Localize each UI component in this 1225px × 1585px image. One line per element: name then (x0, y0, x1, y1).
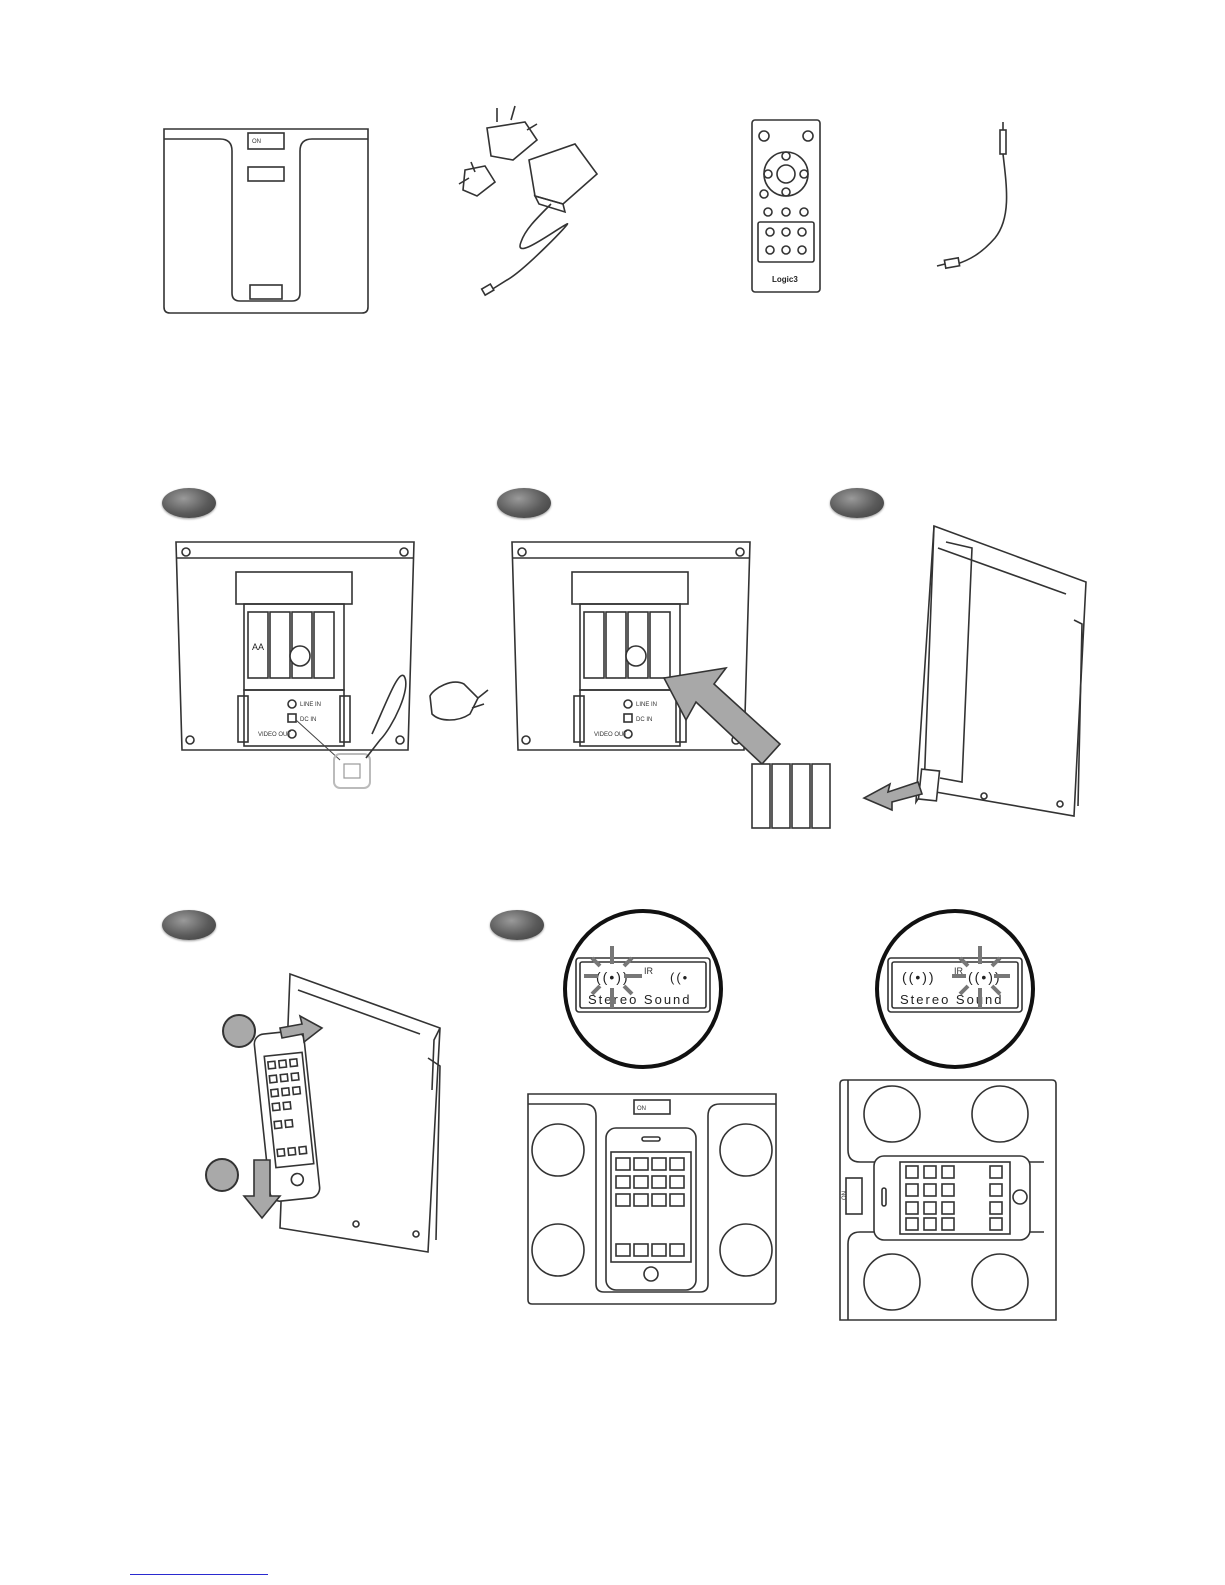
step-1-figure: AA LINE IN DC IN VIDEO OUT (172, 538, 502, 808)
sticker-text-landscape: Stereo Sound (900, 992, 1004, 1007)
step-2-figure: LINE IN DC IN VIDEO OUT (508, 538, 838, 833)
speaker-dock-figure: ON (160, 125, 372, 315)
step-3-figure (860, 520, 1090, 825)
remote-control-icon: Logic3 (750, 118, 822, 294)
dc-in-label-2: DC IN (636, 717, 652, 723)
step-3-badge (830, 488, 884, 518)
iphone-insert-icon (240, 970, 450, 1260)
dc-in-power-icon: AA LINE IN DC IN VIDEO OUT (172, 538, 502, 808)
svg-text:((•: ((• (670, 970, 689, 985)
footer-link-underline[interactable] (130, 1574, 268, 1575)
battery-label: AA (252, 642, 264, 652)
step-1-badge (162, 488, 216, 518)
dock-switch-label: ON (252, 139, 261, 145)
landscape-switch-label: ON (842, 1191, 848, 1200)
speaker-dock-icon: ON (160, 125, 372, 315)
step-4-figure (240, 970, 450, 1260)
portrait-mode-icon: ON (524, 1088, 780, 1308)
remote-brand-logo: Logic3 (772, 275, 798, 284)
dock-slide-icon (860, 520, 1090, 825)
dc-in-label: DC IN (300, 717, 316, 723)
audio-cable-figure (935, 118, 1025, 278)
step-2-badge (497, 488, 551, 518)
portrait-switch-label: ON (637, 1106, 646, 1112)
sticker-text-portrait: Stereo Sound (588, 992, 692, 1007)
landscape-mode-icon: ON (838, 1076, 1058, 1326)
remote-control-figure: Logic3 (750, 118, 822, 294)
ir-sticker-landscape-zoom: ((•)) IR ((•)) Stereo Sound (874, 908, 1036, 1070)
power-adapter-figure (455, 100, 615, 305)
step-4-badge (162, 910, 216, 940)
line-in-label-2: LINE IN (636, 702, 657, 708)
power-adapter-icon (455, 100, 615, 305)
landscape-dock-figure: ON (838, 1076, 1058, 1326)
sub-step-b-badge (205, 1158, 239, 1192)
step-5-badge (490, 910, 544, 940)
line-in-label: LINE IN (300, 702, 321, 708)
ir-sticker-portrait-zoom: ((•)) IR ((• Stereo Sound (562, 908, 724, 1070)
audio-cable-icon (935, 118, 1025, 278)
ir-label-portrait: IR (644, 966, 654, 976)
portrait-dock-figure: ON (524, 1088, 780, 1308)
svg-text:((•)): ((•)) (902, 969, 936, 985)
video-out-label: VIDEO OUT (258, 732, 291, 738)
battery-insert-icon: LINE IN DC IN VIDEO OUT (508, 538, 838, 833)
slide-arrow (864, 782, 922, 810)
video-out-label-2: VIDEO OUT (594, 732, 627, 738)
